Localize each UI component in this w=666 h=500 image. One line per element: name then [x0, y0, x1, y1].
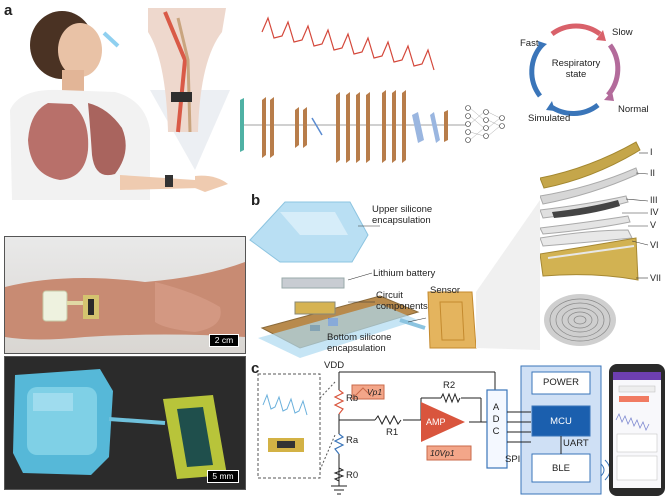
label-amp: AMP [426, 417, 446, 427]
layer-label-6: VI [650, 240, 659, 250]
panel-a-illustration [10, 8, 621, 200]
wrist-anatomy-illustration [148, 8, 226, 133]
panel-label-a: a [4, 2, 13, 19]
device-closeup-photo: 5 mm [4, 356, 246, 490]
layer-label-5: V [650, 220, 657, 230]
person-illustration [10, 11, 228, 200]
label-10vp1: 10Vp1 [430, 448, 455, 458]
circuit-schematic [257, 364, 665, 496]
label-adc: A D C [492, 402, 500, 437]
label-rb: Rb [346, 393, 359, 404]
respiratory-state-cycle [529, 23, 621, 116]
label-r0: R0 [346, 470, 359, 481]
scale-bar-2cm: 2 cm [209, 334, 239, 347]
label-vdd: VDD [324, 360, 345, 371]
label-r1: R1 [386, 427, 399, 438]
pulse-waveform [261, 16, 435, 71]
label-circuit-components: Circuit components [376, 290, 428, 312]
state-simulated: Simulated [528, 113, 571, 124]
label-spi: SPI [505, 454, 521, 465]
label-ble: BLE [552, 463, 570, 474]
label-sensor: Sensor [430, 285, 461, 296]
label-uart: UART [563, 438, 589, 449]
panel-label-c: c [251, 360, 260, 377]
layer-label-7: VII [650, 273, 662, 283]
label-vp1: Vp1 [367, 387, 383, 397]
label-upper-silicone: Upper silicone encapsulation [372, 204, 433, 226]
state-fast: Fast [520, 38, 539, 49]
label-ra: Ra [346, 435, 359, 446]
state-slow: Slow [612, 27, 633, 38]
layer-label-1: I [650, 147, 653, 157]
layer-label-4: IV [650, 207, 659, 217]
label-power: POWER [543, 377, 579, 388]
panel-b-exploded-view [249, 200, 540, 358]
label-r2: R2 [443, 380, 456, 391]
layer-label-2: II [650, 168, 656, 178]
state-normal: Normal [618, 104, 649, 115]
respiratory-state-label: Respiratory state [551, 58, 601, 80]
label-bottom-silicone: Bottom silicone encapsulation [327, 332, 392, 354]
sensor-layer-stack [540, 141, 649, 346]
neural-network-diagram [240, 90, 505, 163]
label-mcu: MCU [550, 416, 572, 427]
wrist-device-photo: 2 cm [4, 236, 246, 354]
scale-bar-5mm: 5 mm [207, 470, 239, 483]
label-lithium-battery: Lithium battery [373, 268, 436, 279]
panel-label-b: b [251, 192, 261, 209]
layer-label-3: III [650, 195, 658, 205]
